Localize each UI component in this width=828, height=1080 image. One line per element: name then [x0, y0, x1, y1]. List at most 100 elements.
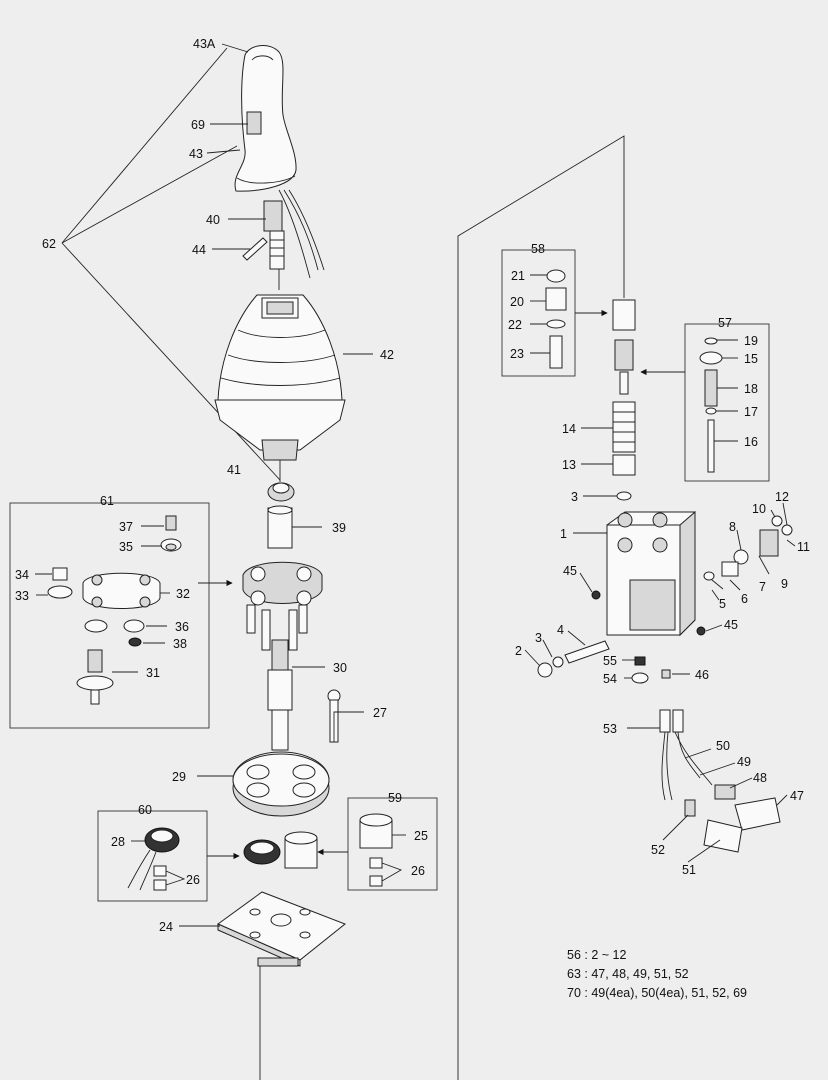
box-59-parts [359, 813, 393, 887]
callout-53: 53 [603, 722, 617, 736]
callout-47: 47 [790, 789, 804, 803]
callout-24: 24 [159, 920, 173, 934]
note-56: 56 : 2 ~ 12 [567, 948, 627, 962]
callout-14: 14 [562, 422, 576, 436]
callout-46: 46 [695, 668, 709, 682]
callout-23: 23 [510, 347, 524, 361]
callout-32: 32 [176, 587, 190, 601]
sleeve-39-top [267, 505, 293, 515]
callout-8: 8 [729, 520, 736, 534]
callout-45-right: 45 [724, 618, 738, 632]
callout-13: 13 [562, 458, 576, 472]
box-60-parts [127, 827, 180, 891]
spring-assembly-59-installed [284, 831, 318, 869]
valve-stack-center [612, 299, 636, 501]
note-63: 63 : 47, 48, 49, 51, 52 [567, 967, 689, 981]
callout-25: 25 [414, 829, 428, 843]
callout-26-box59: 26 [411, 864, 425, 878]
callout-33: 33 [15, 589, 29, 603]
callout-58: 58 [531, 242, 545, 256]
shaft-30 [267, 639, 293, 751]
callout-51: 51 [682, 863, 696, 877]
callout-26-box60: 26 [186, 873, 200, 887]
callout-2: 2 [515, 644, 522, 658]
callout-7: 7 [759, 580, 766, 594]
spring-assembly-60-installed [243, 839, 281, 865]
callout-31: 31 [146, 666, 160, 680]
box-61-parts [47, 515, 182, 705]
arrows [198, 309, 685, 860]
callout-44: 44 [192, 243, 206, 257]
callout-12: 12 [775, 490, 789, 504]
callout-21: 21 [511, 269, 525, 283]
callout-59: 59 [388, 791, 402, 805]
callout-54: 54 [603, 672, 617, 686]
cable-wires [278, 189, 325, 279]
callout-49: 49 [737, 755, 751, 769]
callout-62: 62 [42, 237, 56, 251]
callout-labels: 43A 69 43 62 40 44 42 41 61 37 35 39 34 … [15, 37, 810, 934]
callout-37: 37 [119, 520, 133, 534]
callout-61: 61 [100, 494, 114, 508]
connector-40 [263, 200, 285, 270]
callout-18: 18 [744, 382, 758, 396]
callout-57: 57 [718, 316, 732, 330]
handle-43A [234, 45, 297, 192]
callout-28: 28 [111, 835, 125, 849]
callout-50: 50 [716, 739, 730, 753]
nut-41 [267, 482, 295, 502]
callout-3-bottom: 3 [535, 631, 542, 645]
callout-19: 19 [744, 334, 758, 348]
box-58-parts [545, 269, 567, 369]
callout-4: 4 [557, 623, 564, 637]
callout-6: 6 [741, 592, 748, 606]
callout-17: 17 [744, 405, 758, 419]
box-59 [347, 797, 438, 891]
callout-5: 5 [719, 597, 726, 611]
callout-60: 60 [138, 803, 152, 817]
plate-29 [232, 751, 330, 817]
callout-48: 48 [753, 771, 767, 785]
callout-34: 34 [15, 568, 29, 582]
callout-39: 39 [332, 521, 346, 535]
base-plate-24 [217, 891, 346, 967]
boot-42 [214, 294, 346, 461]
callout-9: 9 [781, 577, 788, 591]
callout-29: 29 [172, 770, 186, 784]
side-valve-parts [537, 515, 793, 684]
box-57-parts [699, 337, 723, 473]
leader-lines [35, 43, 796, 927]
plate-assembly [242, 561, 323, 651]
callout-10: 10 [752, 502, 766, 516]
callout-40: 40 [206, 213, 220, 227]
assembly-notes: 56 : 2 ~ 12 63 : 47, 48, 49, 51, 52 70 :… [567, 946, 747, 1003]
box-61 [9, 502, 210, 729]
box-60 [97, 810, 208, 902]
callout-41: 41 [227, 463, 241, 477]
callout-43: 43 [189, 147, 203, 161]
sleeve-39 [267, 507, 293, 549]
valve-body-1 [606, 510, 696, 637]
callout-43A: 43A [193, 37, 216, 51]
callout-55: 55 [603, 654, 617, 668]
callout-1: 1 [560, 527, 567, 541]
callout-16: 16 [744, 435, 758, 449]
callout-69: 69 [191, 118, 205, 132]
box-57 [684, 323, 770, 482]
callout-36: 36 [175, 620, 189, 634]
callout-52: 52 [651, 843, 665, 857]
callout-45-left: 45 [563, 564, 577, 578]
callout-35: 35 [119, 540, 133, 554]
callout-22: 22 [508, 318, 522, 332]
callout-38: 38 [173, 637, 187, 651]
callout-20: 20 [510, 295, 524, 309]
pin-44 [242, 237, 268, 261]
callout-42: 42 [380, 348, 394, 362]
callout-30: 30 [333, 661, 347, 675]
note-70: 70 : 49(4ea), 50(4ea), 51, 52, 69 [567, 986, 747, 1000]
callout-27: 27 [373, 706, 387, 720]
callout-3-top: 3 [571, 490, 578, 504]
callout-11: 11 [797, 540, 810, 554]
callout-15: 15 [744, 352, 758, 366]
